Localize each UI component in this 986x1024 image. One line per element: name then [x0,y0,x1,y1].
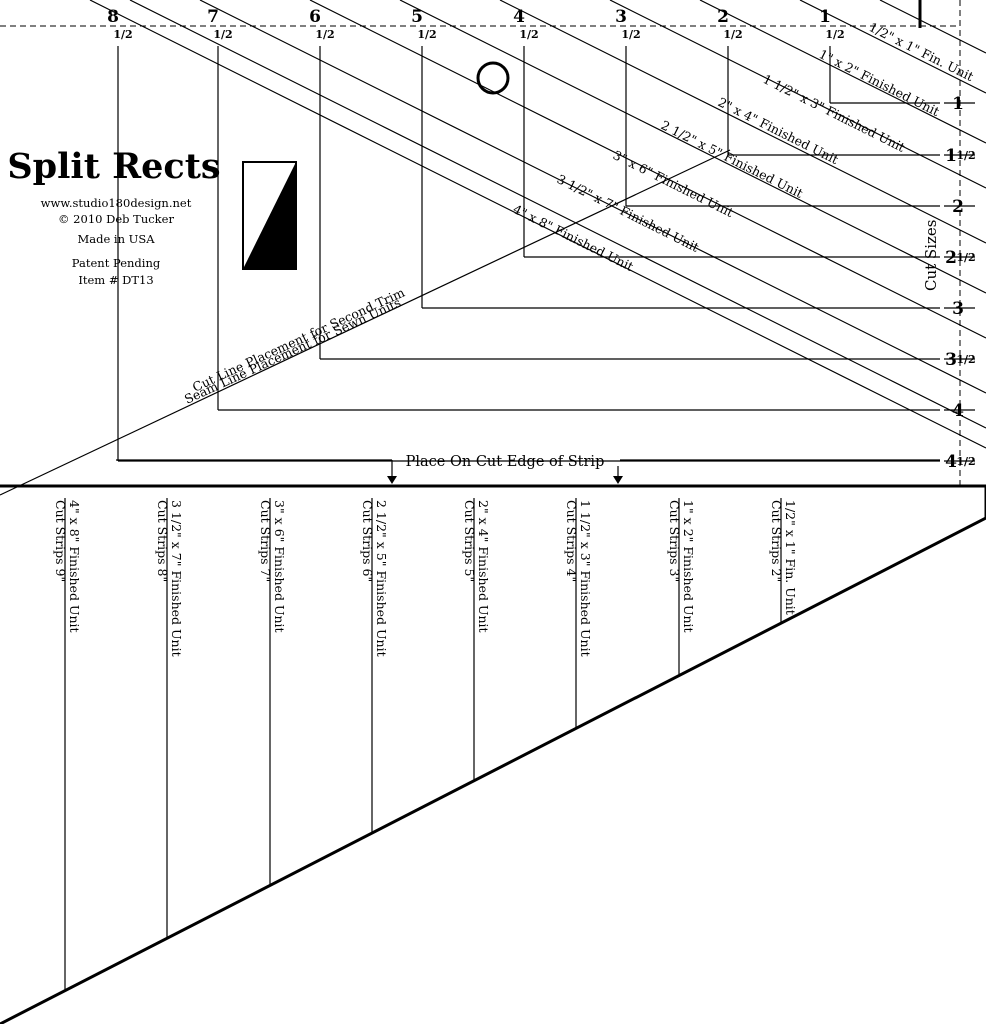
cut-line-label: Cut Line Placement for Second Trim [190,285,407,395]
item-number-text: Item # DT13 [78,273,153,287]
place-arrow-left-icon [387,476,397,484]
strip-cut-label-5: Cut Strips 5" [462,500,477,582]
right-mark-6-fraction: 1/2 [956,353,975,366]
top-mark-6-whole: 3 [615,7,627,27]
patent-text: Patent Pending [72,256,161,270]
diagonal-line-4 [309,0,986,339]
strip-unit-label-2: 3 1/2" x 7" Finished Unit [169,500,184,657]
top-mark-2-whole: 7 [207,7,219,27]
right-mark-8-whole: 4 [945,452,957,472]
diagonal-line-3 [199,0,986,394]
right-mark-2-fraction: 1/2 [956,149,975,162]
diagonal-line-7 [609,0,986,189]
diagonal-line-2 [129,0,986,429]
top-mark-1-fraction: 1/2 [113,28,132,41]
right-mark-4-whole: 2 [945,248,957,268]
right-mark-4-fraction: 1/2 [956,251,975,264]
strip-unit-label-4: 2 1/2" x 5" Finished Unit [374,500,389,657]
strip-unit-label-1: 4" x 8" Finished Unit [67,500,82,633]
strip-unit-label-7: 1" x 2" Finished Unit [681,500,696,633]
right-mark-5-whole: 3 [952,299,964,319]
diagonal-line-8 [699,0,986,144]
place-on-cut-edge-label: Place On Cut Edge of Strip [406,454,605,470]
top-mark-8-whole: 1 [819,7,831,27]
copyright-text: © 2010 Deb Tucker [58,212,174,226]
strip-cut-label-4: Cut Strips 6" [360,500,375,582]
bottom-trim-edge [0,516,986,1024]
strip-cut-label-8: Cut Strips 2" [769,500,784,582]
strip-unit-label-6: 1 1/2" x 3" Finished Unit [578,500,593,657]
split-rect-icon [242,161,297,270]
strip-unit-label-5: 2" x 4" Finished Unit [476,500,491,633]
diagonal-line-5 [399,0,986,294]
top-mark-3-fraction: 1/2 [315,28,334,41]
strip-cut-label-6: Cut Strips 4" [564,500,579,582]
strip-cut-label-7: Cut Strips 3" [667,500,682,582]
strip-cut-label-3: Cut Strips 7" [258,500,273,582]
cut-sizes-label: Cut Sizes [922,220,940,291]
product-title: Split Rects [7,146,220,187]
diagonal-line-9 [799,0,986,94]
right-mark-8-fraction: 1/2 [956,455,975,468]
diagonal-line-10 [879,0,986,54]
top-mark-8-fraction: 1/2 [825,28,844,41]
website-text: www.studio180design.net [41,196,192,210]
top-mark-2-fraction: 1/2 [213,28,232,41]
diagonal-line-6 [499,0,986,244]
top-size-marks: 81/271/261/251/241/231/221/211/2 [107,7,845,41]
place-arrow-right-icon [613,476,623,484]
top-mark-1-whole: 8 [107,7,119,27]
top-mark-5-fraction: 1/2 [519,28,538,41]
top-mark-4-fraction: 1/2 [417,28,436,41]
strip-cut-label-2: Cut Strips 8" [155,500,170,582]
strip-unit-label-8: 1/2" x 1" Fin. Unit [783,500,798,615]
made-in-text: Made in USA [77,232,155,246]
right-mark-1-whole: 1 [952,94,964,114]
top-mark-7-fraction: 1/2 [723,28,742,41]
top-mark-3-whole: 6 [309,7,321,27]
right-mark-2-whole: 1 [945,146,957,166]
strip-cut-label-1: Cut Strips 9" [53,500,68,582]
strip-unit-label-3: 3" x 6" Finished Unit [272,500,287,633]
top-mark-6-fraction: 1/2 [621,28,640,41]
top-mark-4-whole: 5 [411,7,423,27]
right-mark-6-whole: 3 [945,350,957,370]
right-mark-7-whole: 4 [952,401,964,421]
alignment-hole [476,61,510,95]
seam-cut-guide-line [0,149,731,496]
top-mark-5-whole: 4 [513,7,525,27]
top-mark-7-whole: 2 [717,7,729,27]
right-mark-3-whole: 2 [952,197,964,217]
diagonal-line-1 [89,0,986,449]
